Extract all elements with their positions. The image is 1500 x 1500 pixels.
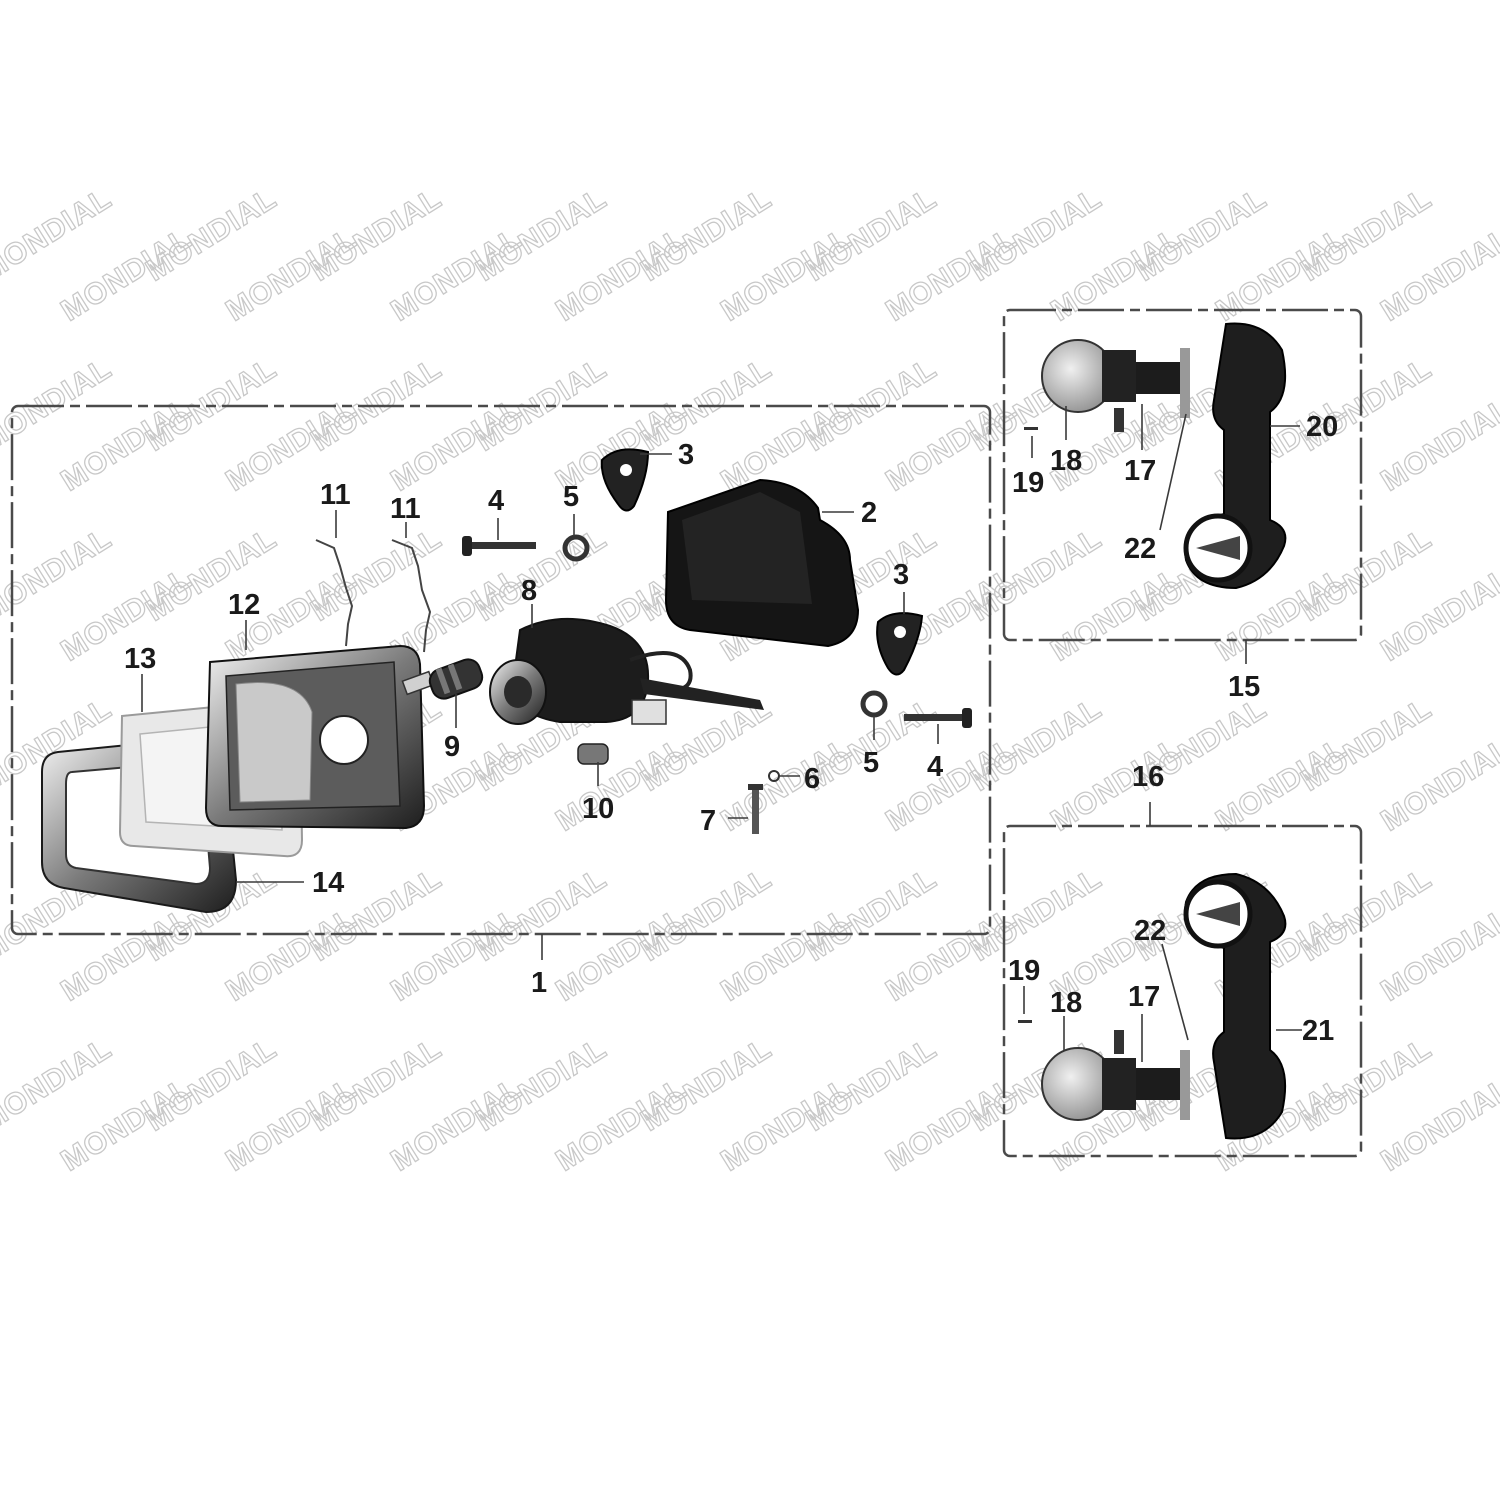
watermark-text: MONDIAL xyxy=(1375,732,1500,838)
callout-18-upper: 18 xyxy=(1050,445,1082,477)
headlight-assembly-frame xyxy=(10,404,992,936)
callout-22-lower: 22 xyxy=(1134,915,1166,947)
callout-20: 20 xyxy=(1306,411,1338,443)
callout-22-upper: 22 xyxy=(1124,533,1156,565)
callout-5-left: 5 xyxy=(563,481,579,513)
nut-screw-part xyxy=(748,770,780,834)
callout-6: 6 xyxy=(804,763,820,795)
right-turn-signal-part xyxy=(1024,322,1287,590)
left-turn-signal-part xyxy=(1018,872,1287,1140)
adjuster-screw-part xyxy=(428,658,484,700)
callout-16: 16 xyxy=(1132,761,1164,793)
callout-7: 7 xyxy=(700,805,716,837)
callout-21: 21 xyxy=(1302,1015,1334,1047)
right-turn-signal-frame xyxy=(1002,308,1363,642)
callout-4-left: 4 xyxy=(488,485,504,517)
left-turn-signal-frame xyxy=(1002,824,1363,1158)
mounting-bolt-part xyxy=(462,536,972,728)
bulb-socket-part xyxy=(489,617,764,725)
headlight-reflector-part xyxy=(204,644,435,830)
callout-8: 8 xyxy=(521,575,537,607)
callout-3-right: 3 xyxy=(893,559,909,591)
watermark-text: MONDIAL xyxy=(1375,392,1500,498)
callout-9: 9 xyxy=(444,731,460,763)
leader-lines xyxy=(141,404,1302,1062)
callout-1: 1 xyxy=(531,967,547,999)
callout-10: 10 xyxy=(582,793,614,825)
callout-3-top: 3 xyxy=(678,439,694,471)
adjusting-spring-part xyxy=(315,539,432,653)
callout-17-lower: 17 xyxy=(1128,981,1160,1013)
watermark-text: MONDIAL xyxy=(1375,902,1500,1008)
callout-13: 13 xyxy=(124,643,156,675)
watermark-text: MONDIAL xyxy=(1375,1072,1500,1178)
callout-18-lower: 18 xyxy=(1050,987,1082,1019)
position-bulb-part xyxy=(577,743,609,765)
callout-5-right: 5 xyxy=(863,747,879,779)
washer-part xyxy=(562,534,888,718)
callout-19-upper: 19 xyxy=(1012,467,1044,499)
callout-12: 12 xyxy=(228,589,260,621)
headlight-rear-cover-part xyxy=(664,478,860,648)
callout-2: 2 xyxy=(861,497,877,529)
callout-14: 14 xyxy=(312,867,344,899)
callout-11-right: 11 xyxy=(390,493,421,525)
callout-4-right: 4 xyxy=(927,751,943,783)
callout-labels: 1 2 3 3 4 4 5 5 6 7 8 9 10 11 11 12 13 1… xyxy=(124,411,1338,1047)
callout-17-upper: 17 xyxy=(1124,455,1156,487)
mounting-bracket-part xyxy=(600,448,924,676)
callout-19-lower: 19 xyxy=(1008,955,1040,987)
watermark-text: MONDIAL xyxy=(1375,222,1500,328)
callout-11-left: 11 xyxy=(320,479,351,511)
callout-15: 15 xyxy=(1228,671,1260,703)
watermark-text: MONDIAL xyxy=(1375,562,1500,668)
